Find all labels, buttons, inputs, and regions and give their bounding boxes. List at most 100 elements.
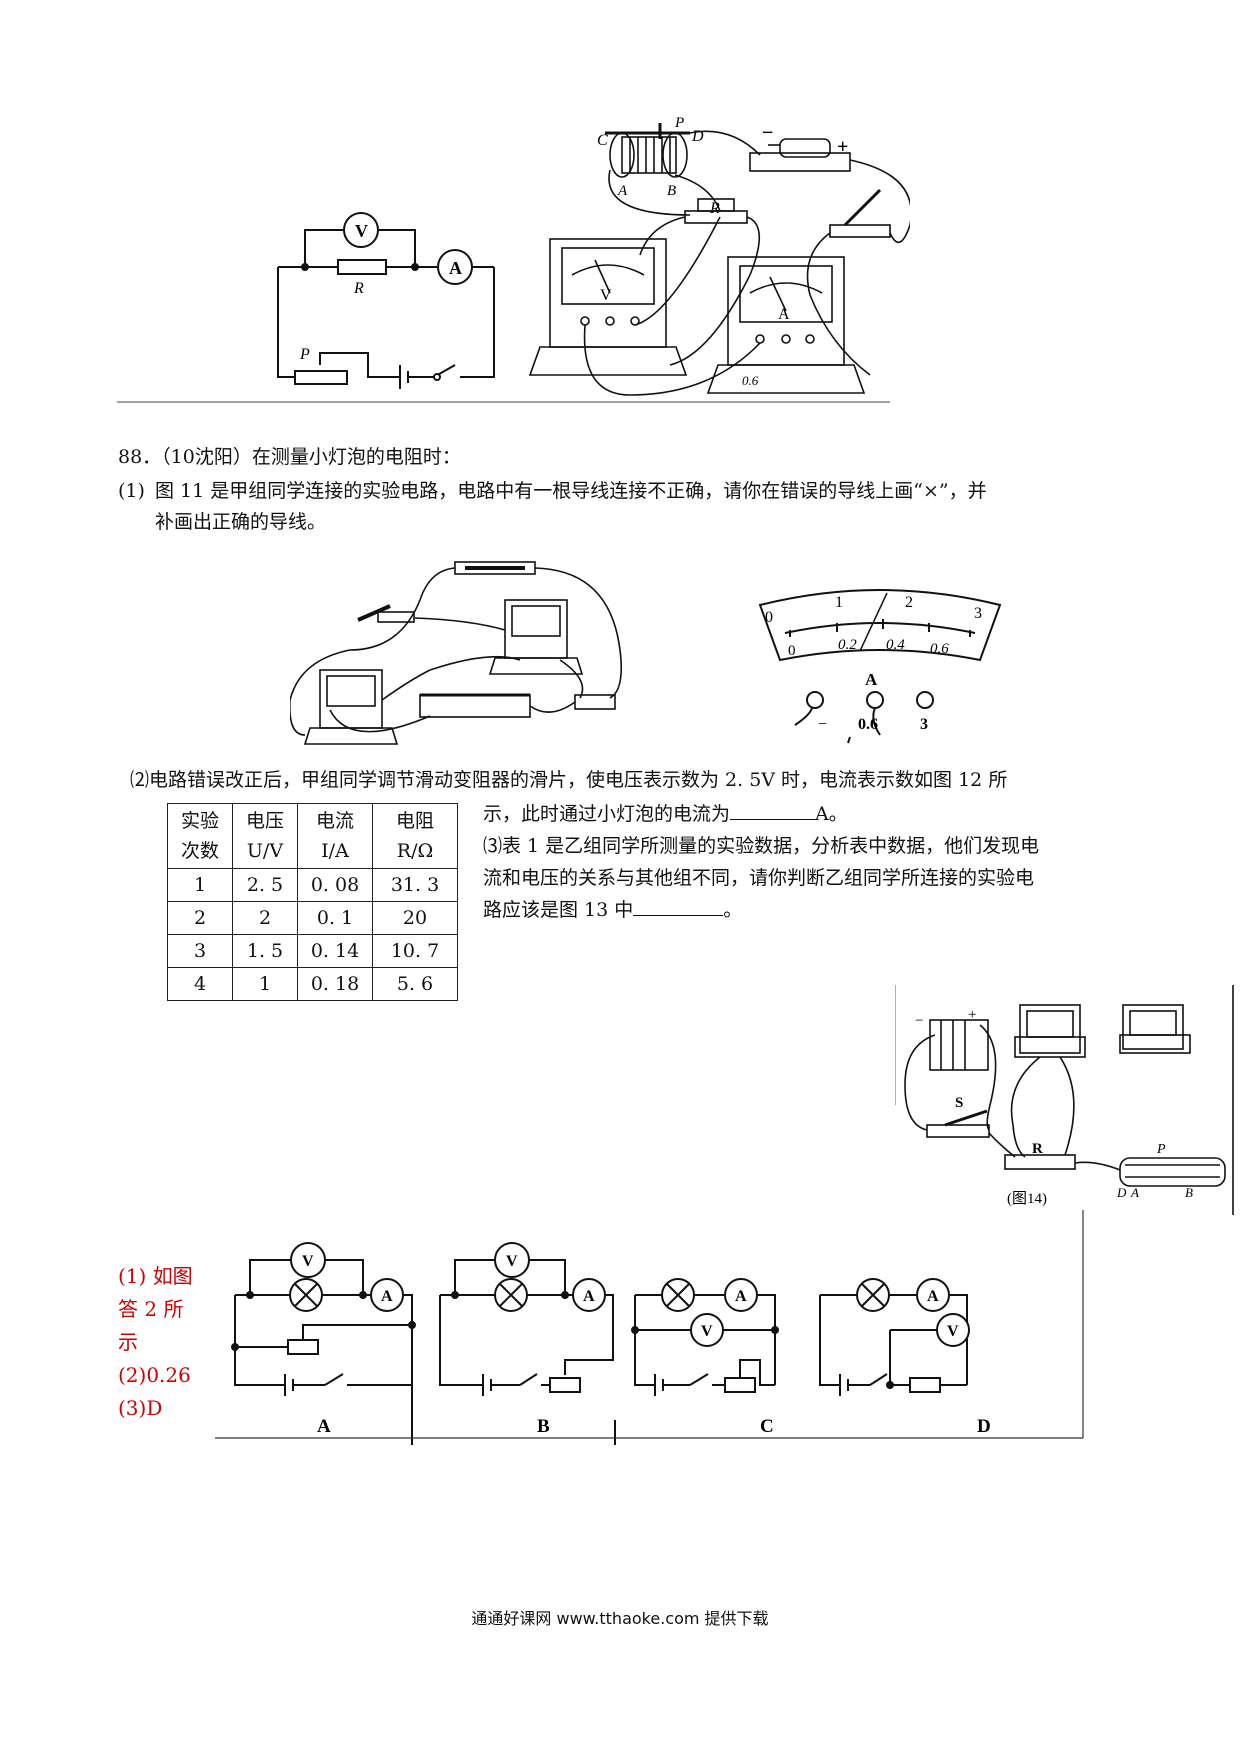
part1-line1: 图 11 是甲组同学连接的实验电路，电路中有一根导线连接不正确，请你在错误的导线… <box>155 480 987 502</box>
fig14-d: D <box>1116 1185 1127 1200</box>
part3-line3a: 路应该是图 13 中 <box>483 899 634 921</box>
table-cell: 3 <box>167 934 233 968</box>
table-cell: 1. 5 <box>232 934 298 968</box>
answer-line: 答 2 所 <box>118 1297 184 1321</box>
fig14-r: R <box>1032 1141 1043 1157</box>
part3-line3: 路应该是图 13 中 。 <box>483 893 742 927</box>
table-cell: 1 <box>232 967 298 1001</box>
opt-a-a: A <box>381 1288 393 1305</box>
table-cell: 20 <box>372 901 458 935</box>
table-cell: 4 <box>167 967 233 1001</box>
table-cell: 10. 7 <box>372 934 458 968</box>
dial-top-2: 2 <box>905 594 913 611</box>
dial-bot-0: 0 <box>788 643 796 659</box>
circuit-option-d <box>819 1278 970 1396</box>
part2-line1: ⑵电路错误改正后，甲组同学调节滑动变阻器的滑片，使电压表示数为 2. 5V 时，… <box>130 769 1008 791</box>
answer-line: (1) 如图 <box>118 1264 193 1288</box>
answer-line: 示 <box>118 1330 138 1354</box>
circuit-option-b <box>439 1242 614 1396</box>
top-apparatus <box>528 123 910 396</box>
opt-c-v: V <box>701 1323 713 1340</box>
option-label-c: C <box>760 1416 774 1437</box>
opt-a-v: V <box>302 1253 314 1270</box>
fig14-minus: − <box>915 1013 923 1029</box>
part2-line2: 示，此时通过小灯泡的电流为 A。 <box>483 797 848 831</box>
circuit-option-c <box>631 1278 779 1396</box>
opt-b-v: V <box>506 1253 518 1270</box>
dial-bot-1: 0.2 <box>838 637 857 653</box>
part3-line2: 流和电压的关系与其他组不同，请你判断乙组同学所连接的实验电 <box>483 867 1035 889</box>
figure-14: − + S R P D A B (图14) <box>895 985 1234 1215</box>
top-sch-a: A <box>449 258 462 278</box>
dial-top-0: 0 <box>765 609 773 626</box>
answer-block: (1) 如图 答 2 所 示 (2)0.26 (3)D <box>118 1260 208 1425</box>
dial-term-06: 0.6 <box>858 716 878 733</box>
top-app-v: V <box>600 287 612 304</box>
top-sch-p: P <box>299 346 310 363</box>
table-cell: 31. 3 <box>372 868 458 902</box>
table-cell: 0. 14 <box>297 934 373 968</box>
answer-line: (3)D <box>118 1396 163 1420</box>
dial-top-1: 1 <box>835 594 843 611</box>
top-app-plus: + <box>837 136 848 158</box>
top-sch-v: V <box>355 221 368 241</box>
top-app-minus: − <box>762 122 773 144</box>
table-cell: 0. 1 <box>297 901 373 935</box>
opt-b-a: A <box>583 1288 595 1305</box>
footer: 通通好课网 www.tthaoke.com 提供下载 <box>471 1609 769 1628</box>
table-cell: 2. 5 <box>232 868 298 902</box>
header-trial: 实验次数 <box>167 803 233 869</box>
part1-line2: 补画出正确的导线。 <box>155 511 327 533</box>
answer-line: (2)0.26 <box>118 1363 191 1387</box>
fig14-a: A <box>1130 1185 1139 1200</box>
table-cell: 2 <box>232 901 298 935</box>
table-cell: 2 <box>167 901 233 935</box>
table-cell: 0. 18 <box>297 967 373 1001</box>
question-header: 88．（10沈阳）在测量小灯泡的电阻时： <box>118 446 461 468</box>
top-app-b: B <box>667 183 676 199</box>
dial-term-minus: − <box>818 716 827 733</box>
opt-d-v: V <box>947 1323 959 1340</box>
answer-blank-current <box>730 801 816 820</box>
fig14-b: B <box>1185 1185 1193 1200</box>
part2-line2b: A。 <box>815 803 848 825</box>
table-cell: 5. 6 <box>372 967 458 1001</box>
top-app-a: A <box>617 183 628 199</box>
fig14-plus: + <box>968 1007 976 1023</box>
opt-d-a: A <box>927 1288 939 1305</box>
part3-line3b: 。 <box>723 899 743 921</box>
figure-12-ammeter-dial: 0 1 2 3 0 0.2 0.4 0.6 A − 0.6 3 <box>758 589 1002 744</box>
dial-bot-2: 0.4 <box>886 637 905 653</box>
figure-11-apparatus <box>290 561 623 745</box>
dial-term-3: 3 <box>920 716 928 733</box>
top-app-r: R <box>709 200 720 217</box>
top-app-p: P <box>674 115 684 131</box>
table-cell: 1 <box>167 868 233 902</box>
part2-line2a: 示，此时通过小灯泡的电流为 <box>483 803 731 825</box>
top-schematic <box>277 212 495 389</box>
top-sch-r: R <box>353 280 364 297</box>
option-label-d: D <box>977 1416 991 1437</box>
top-app-d: D <box>691 128 704 145</box>
table-cell: 0. 08 <box>297 868 373 902</box>
circuit-options: V A V A A V A V A B C D <box>215 1210 1084 1445</box>
opt-c-a: A <box>735 1288 747 1305</box>
dial-unit: A <box>865 670 878 689</box>
circuit-option-a <box>231 1242 416 1445</box>
top-figure: V A R P <box>117 115 910 403</box>
top-app-range: 0.6 <box>742 373 759 388</box>
part3-line1: ⑶表 1 是乙组同学所测量的实验数据，分析表中数据，他们发现电 <box>483 835 1040 857</box>
option-label-a: A <box>317 1416 331 1437</box>
answer-blank-figure <box>633 897 724 916</box>
option-label-b: B <box>537 1416 550 1437</box>
fig14-s: S <box>955 1095 963 1111</box>
